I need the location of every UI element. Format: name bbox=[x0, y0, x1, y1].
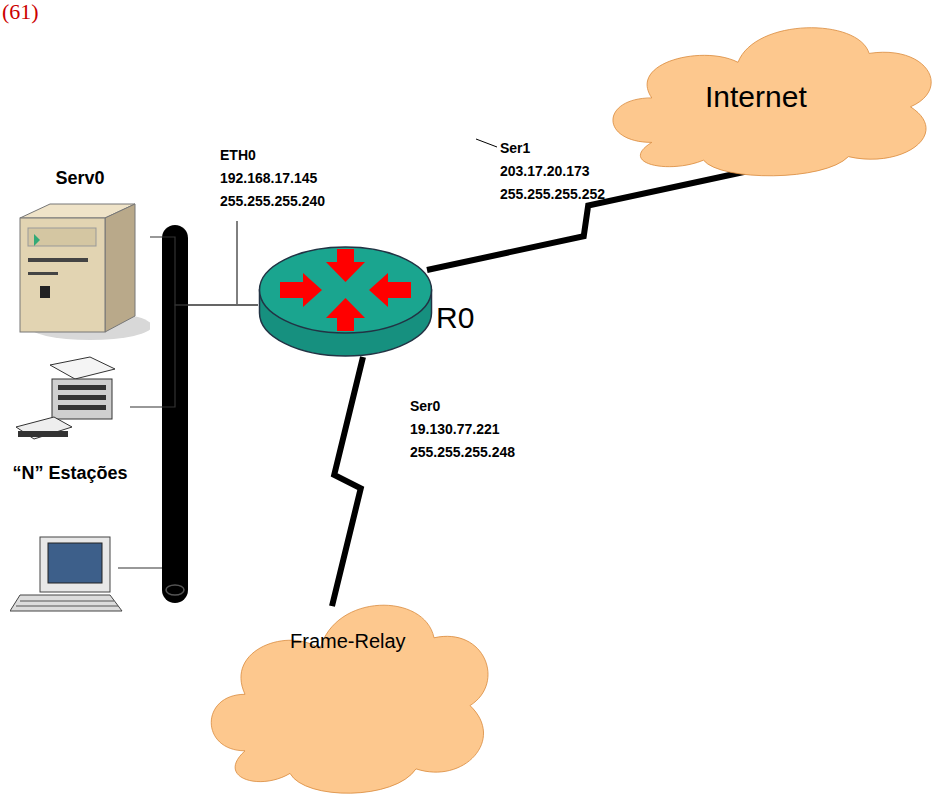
server-icon bbox=[10, 198, 150, 343]
workstations-node: “N” Estações bbox=[10, 355, 130, 615]
node-label: Serv0 bbox=[10, 168, 150, 189]
bus-end bbox=[166, 585, 184, 595]
subnet-mask: 255.255.255.252 bbox=[500, 186, 605, 203]
leader-line bbox=[237, 221, 238, 304]
serial-link bbox=[427, 172, 745, 270]
router-shape bbox=[258, 245, 433, 358]
node-label: R0 bbox=[436, 301, 474, 335]
node-label: Internet bbox=[705, 80, 807, 114]
interface-name: Ser1 bbox=[500, 140, 530, 157]
node-label: “N” Estações bbox=[10, 463, 130, 484]
ip-address: 19.130.77.221 bbox=[410, 421, 500, 438]
interface-name: ETH0 bbox=[220, 147, 256, 164]
ethernet-link bbox=[150, 237, 258, 305]
leader-line bbox=[476, 139, 497, 147]
workstation-icons bbox=[10, 355, 130, 615]
ip-address: 192.168.17.145 bbox=[220, 170, 317, 187]
subnet-mask: 255.255.255.240 bbox=[220, 193, 325, 210]
server-node: Serv0 bbox=[10, 168, 150, 343]
node-label: Frame-Relay bbox=[290, 630, 406, 653]
serial-link bbox=[332, 357, 363, 606]
interface-name: Ser0 bbox=[410, 398, 440, 415]
page-number: (61) bbox=[2, 0, 39, 24]
subnet-mask: 255.255.255.248 bbox=[410, 444, 515, 461]
cloud-shape bbox=[200, 570, 500, 796]
cloud-node: Internet bbox=[600, 0, 945, 178]
router-node: R0 bbox=[258, 245, 433, 358]
cloud-node: Frame-Relay bbox=[200, 570, 500, 796]
ip-address: 203.17.20.173 bbox=[500, 163, 590, 180]
station-link bbox=[118, 567, 162, 568]
spacer bbox=[110, 487, 130, 488]
ethernet-link bbox=[130, 305, 258, 407]
